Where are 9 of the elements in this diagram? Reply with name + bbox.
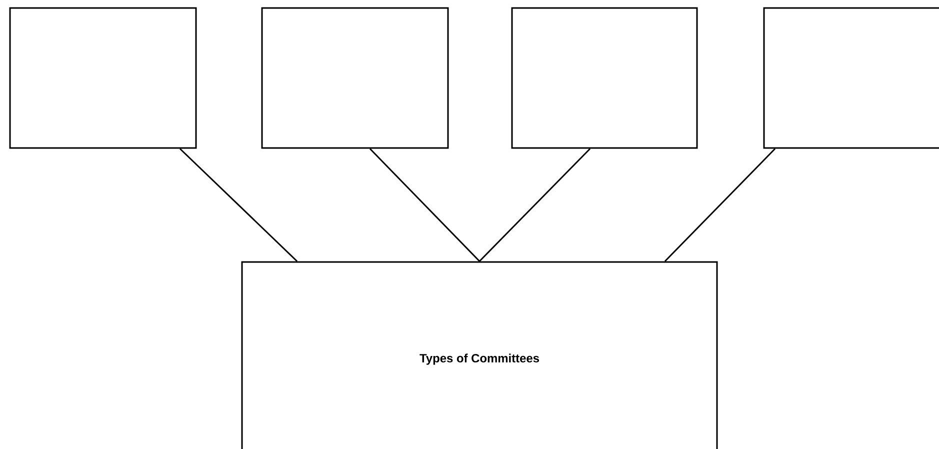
text-box: Types of Committees (241, 261, 718, 449)
empty-box (763, 7, 939, 149)
connector-line (369, 148, 480, 262)
empty-box (261, 7, 449, 149)
connector-line (478, 148, 591, 262)
empty-box (511, 7, 698, 149)
empty-box (9, 7, 197, 149)
connector-line (664, 148, 776, 262)
connector-line (179, 148, 298, 262)
